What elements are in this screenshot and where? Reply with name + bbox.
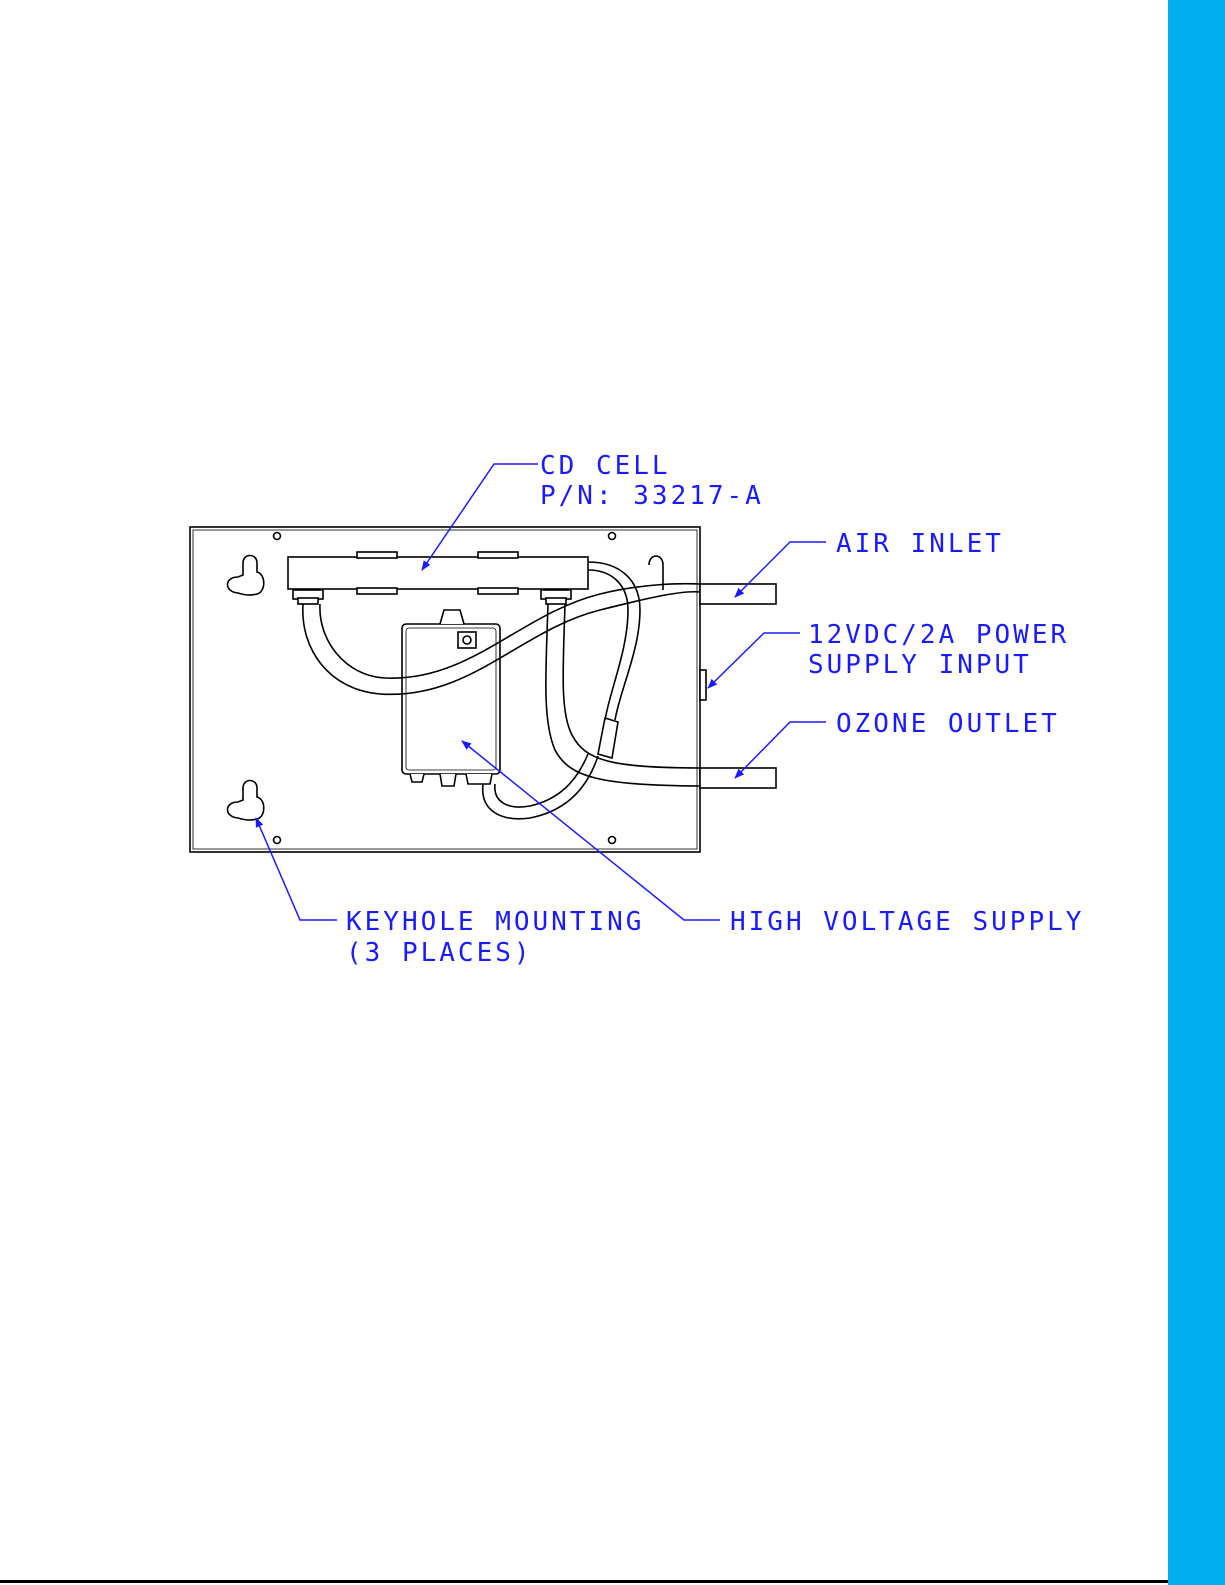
cd-cell-part-number: P/N: 33217-A <box>540 481 764 511</box>
keyhole-label-line2: (3 PLACES) <box>346 938 533 968</box>
tubing <box>303 562 700 819</box>
ozone-generator-diagram: CD CELL P/N: 33217-A AIR INLET 12VDC/2A … <box>0 0 1168 1585</box>
keyhole-label-line1: KEYHOLE MOUNTING <box>346 907 644 937</box>
bottom-rule <box>0 1580 1168 1583</box>
keyhole-leader <box>256 818 337 920</box>
cd-cell <box>288 552 588 604</box>
power-supply-label-line2: SUPPLY INPUT <box>808 650 1032 680</box>
port-tubes <box>700 584 776 788</box>
cd-cell-label: CD CELL <box>540 451 671 481</box>
high-voltage-supply-label: HIGH VOLTAGE SUPPLY <box>730 907 1084 937</box>
air-inlet-label: AIR INLET <box>836 529 1004 559</box>
side-color-bar <box>1168 0 1225 1585</box>
power-supply-leader <box>708 633 800 688</box>
ozone-outlet-label: OZONE OUTLET <box>836 709 1060 739</box>
power-supply-label-line1: 12VDC/2A POWER <box>808 620 1069 650</box>
